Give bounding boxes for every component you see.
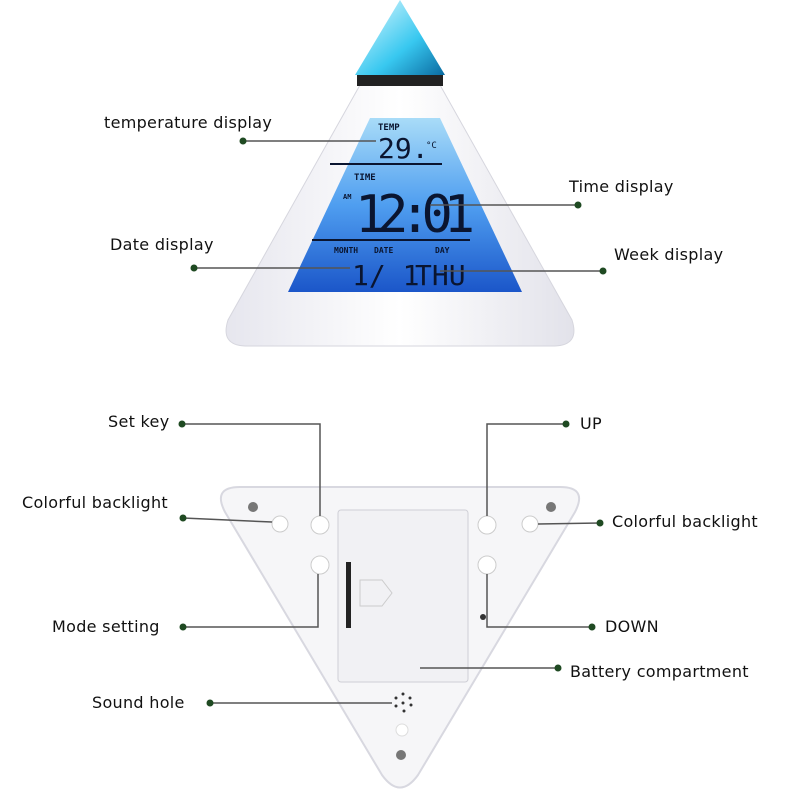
cap-band bbox=[357, 72, 443, 86]
lcd-screen bbox=[288, 118, 522, 292]
label-up: UP bbox=[580, 414, 602, 433]
lcd-temp-caption: TEMP bbox=[378, 123, 400, 133]
backlight-button-right[interactable] bbox=[521, 515, 539, 533]
front-clock: TEMP 29. °C TIME AM 12:01 MONTH DATE DAY… bbox=[225, 0, 575, 347]
lcd-time-value: 12:01 bbox=[355, 185, 475, 245]
lcd-temp-value: 29. bbox=[378, 132, 429, 165]
leader-lines bbox=[182, 140, 603, 704]
down-button[interactable] bbox=[477, 555, 497, 575]
battery-door[interactable] bbox=[337, 509, 469, 683]
leader-dots bbox=[178, 137, 607, 707]
lcd-temp-unit: °C bbox=[426, 141, 437, 151]
back-clock bbox=[220, 486, 580, 789]
backlight-button-left[interactable] bbox=[271, 515, 289, 533]
label-colorful-backlight-left: Colorful backlight bbox=[22, 493, 168, 512]
lcd-month-caption: MONTH bbox=[334, 246, 358, 255]
label-date-display: Date display bbox=[110, 235, 214, 254]
mode-button[interactable] bbox=[310, 555, 330, 575]
light-cap bbox=[355, 0, 445, 75]
up-button[interactable] bbox=[477, 515, 497, 535]
label-set-key: Set key bbox=[108, 412, 170, 431]
lcd-time-caption: TIME bbox=[354, 173, 376, 183]
lcd-date-value: 1/ 1 bbox=[352, 259, 419, 292]
lcd-day-caption: DAY bbox=[435, 246, 450, 255]
lcd-am-caption: AM bbox=[343, 193, 351, 201]
label-time-display: Time display bbox=[569, 177, 674, 196]
set-key-button[interactable] bbox=[310, 515, 330, 535]
label-battery-compartment: Battery compartment bbox=[570, 662, 749, 681]
label-colorful-backlight-right: Colorful backlight bbox=[612, 512, 758, 531]
label-week-display: Week display bbox=[614, 245, 724, 264]
label-mode-setting: Mode setting bbox=[52, 617, 160, 636]
label-sound-hole: Sound hole bbox=[92, 693, 185, 712]
lcd-day-value: THU bbox=[415, 259, 466, 292]
sound-hole bbox=[394, 692, 413, 713]
label-temperature-display: temperature display bbox=[104, 113, 273, 132]
lcd-date-caption: DATE bbox=[374, 246, 393, 255]
label-down: DOWN bbox=[605, 617, 659, 636]
